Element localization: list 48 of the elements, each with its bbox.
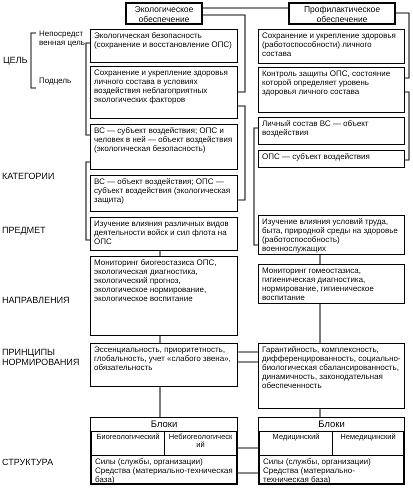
table-heading: Блоки — [317, 418, 346, 431]
connector-line — [85, 161, 90, 241]
text-box: Мониторинг гомеостазиса, гигиеническая диагностика, нормирование, гигиеническое воспитание — [258, 264, 405, 304]
structure-table — [258, 417, 405, 485]
row-sublabel: Непосредственная цель — [39, 30, 85, 48]
connector-line — [203, 7, 288, 9]
row-label: ПРИНЦИПЫ НОРМИРОВАНИЯ — [2, 348, 80, 368]
connector-line — [237, 447, 259, 449]
text-box: Личный состав ВС — объект воздействия — [258, 117, 405, 145]
connector-line — [237, 472, 259, 474]
row-label: СТРУКТУРА — [2, 458, 54, 468]
row-label: КАТЕГОРИИ — [2, 172, 56, 182]
text-box: ВС — субъект воздействия; ОПС и человек в ней — объект воздействия (экологическая безопасность) — [90, 124, 238, 170]
connector-line — [159, 336, 161, 343]
connector-line — [319, 304, 321, 343]
connector-line — [319, 255, 321, 264]
text-box: ОПС — субъект воздействия — [258, 150, 405, 168]
connector-line — [159, 387, 161, 417]
connector-line — [238, 105, 246, 201]
text-box: Мониторинг биогеостазиса ОПС, экологическая диагностика, экологический прогноз, экологическое нормирование, экологическое воспитание — [90, 256, 238, 336]
connector-line — [238, 351, 258, 353]
text-box: Изучение влияния условий труда, быта, природной среды на здоровье (работоспособность) военнослужащих — [258, 215, 405, 255]
row-label: НАПРАВЛЕНИЯ — [2, 296, 71, 306]
row-label: ПРЕДМЕТ — [2, 226, 47, 236]
table-cell: Силы (службы, организации) Средства (материально-техническая база) — [91, 455, 237, 484]
table-heading: Блоки — [150, 418, 178, 431]
connector-line — [159, 251, 161, 256]
text-box: Эссенциальность, приоритетность, глобальность, учет «слабого звена», обязательность — [90, 343, 238, 387]
text-box: Сохранение и укрепление здоровья личного состава в условиях воздействия неблагоприятных экологических факторов — [90, 66, 238, 119]
heading-box: Профилактическое обеспечение — [288, 2, 396, 25]
connector-line — [405, 91, 410, 161]
text-box: ВС — объект воздействия; ОПС — субъект воздействия (экологическая защита) — [90, 175, 238, 212]
connector-line — [253, 127, 258, 246]
text-box: Изучение влияния различных видов деятельности войск и сил флота на ОПС — [90, 217, 238, 251]
structure-table — [90, 417, 238, 485]
row-label: ЦЕЛЬ — [3, 56, 28, 66]
connector-line — [203, 14, 246, 93]
text-box: Гарантийность, комплексность, дифференцированность, социально-биологическая сбалансированность, динамичность, законодательная обеспеченность — [258, 343, 405, 409]
connector-line — [319, 409, 321, 417]
heading-box: Экологическое обеспечение — [125, 2, 203, 25]
connector-line — [85, 42, 90, 136]
text-box: Контроль защиты ОПС, состояние которой определяет уровень здоровья личного состава — [258, 67, 405, 113]
text-box: Сохранение и укрепление здоровья (работоспособности) личного состава — [258, 29, 405, 64]
row-sublabel: Подцель — [39, 77, 72, 86]
text-box: Экологическая безопасность (сохранение и восстановление ОПС) — [90, 29, 238, 63]
connector-line — [396, 12, 410, 79]
table-cell: Силы (службы, организации) Средства (материально-техническая база) — [259, 455, 404, 484]
connector-line — [238, 361, 258, 363]
